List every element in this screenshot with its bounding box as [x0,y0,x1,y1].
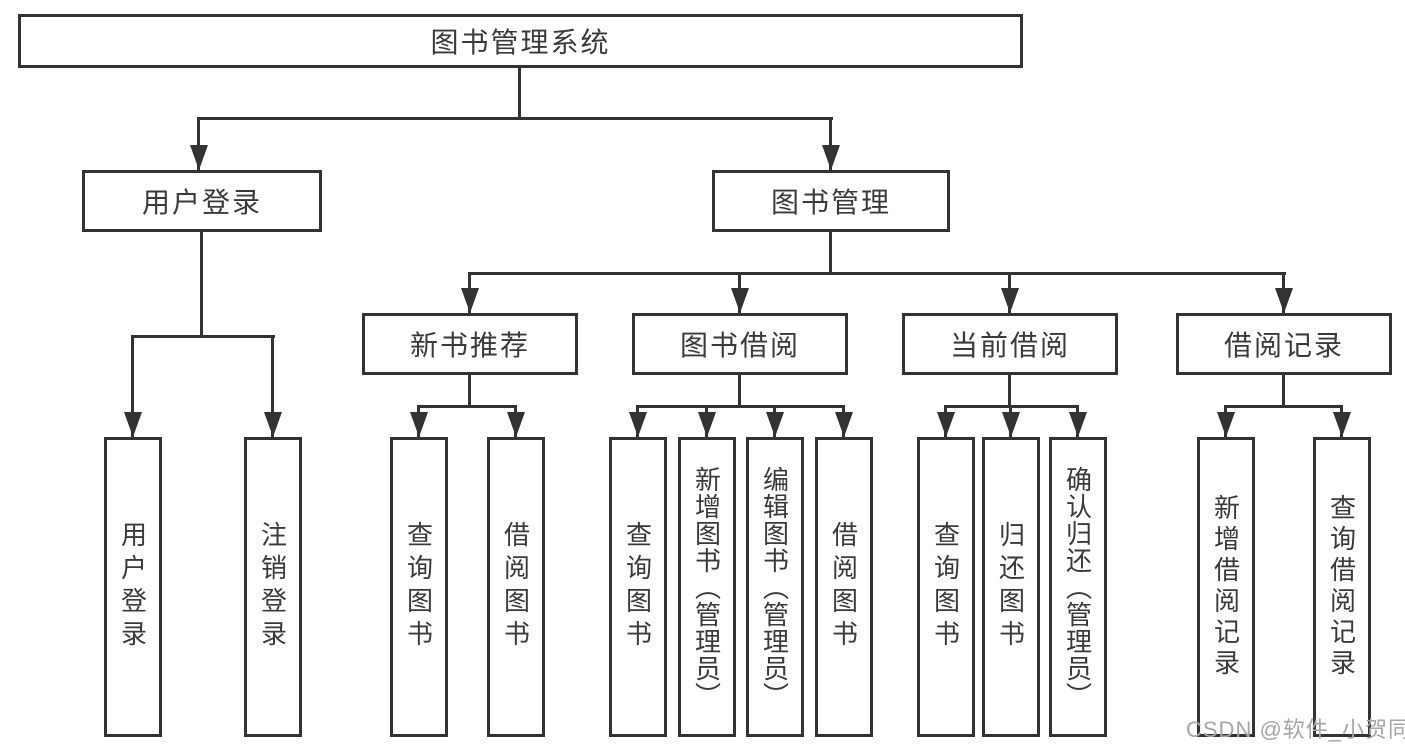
edge-book-borrow-hline [638,405,844,408]
leaf-bb-borrow-books: 借阅图书 [815,437,873,737]
leaf-nb-borrow-books: 借阅图书 [487,437,545,737]
arrow-down-icon [937,412,955,437]
edge-current-borrow-hline [946,405,1078,408]
arrow-down-icon [1069,412,1087,437]
arrow-down-icon [629,412,647,437]
leaf-bb-query-books: 查询图书 [609,437,667,737]
edge-book-borrow-stem [738,375,741,408]
arrow-down-icon [124,412,142,437]
arrow-down-icon [731,288,749,313]
leaf-user-login: 用户登录 [104,437,162,737]
leaf-nb-query-books-label: 查询图书 [403,521,434,653]
leaf-br-query-record: 查询借阅记录 [1313,437,1371,737]
leaf-bb-borrow-books-label: 借阅图书 [828,521,859,653]
leaf-br-add-record-label: 新增借阅记录 [1210,494,1241,680]
leaf-cb-query-books-label: 查询图书 [930,521,961,653]
edge-new-book-rec-stem [468,375,471,408]
arrow-down-icon [1001,288,1019,313]
edge-new-book-rec-hline [419,405,516,408]
node-current-borrow: 当前借阅 [902,313,1118,375]
edge-book-mgmt-stem [829,232,832,275]
node-new-book-rec: 新书推荐 [362,313,578,375]
leaf-logout: 注销登录 [244,437,302,737]
leaf-cb-confirm-return-admin: 确认归还（管理员） [1049,437,1107,737]
arrow-down-icon [461,288,479,313]
edge-to-user-login [197,117,200,170]
arrow-down-icon [1217,412,1235,437]
arrow-down-icon [1275,288,1293,313]
leaf-bb-edit-books-admin: 编辑图书（管理员） [746,437,804,737]
node-root: 图书管理系统 [18,14,1023,68]
leaf-nb-borrow-books-label: 借阅图书 [500,521,531,653]
leaf-cb-return-books-label: 归还图书 [995,521,1026,653]
leaf-cb-return-books: 归还图书 [982,437,1040,737]
edge-current-borrow-stem [1008,375,1011,408]
arrow-down-icon [822,145,840,170]
arrow-down-icon [190,145,208,170]
leaf-user-login-label: 用户登录 [117,521,148,653]
edge-user-login-stem [200,232,203,336]
node-current-borrow-label: 当前借阅 [949,330,1070,361]
node-borrow-records: 借阅记录 [1176,313,1392,375]
node-book-mgmt: 图书管理 [712,170,950,232]
edge-to-leaf-logout [271,335,274,437]
arrow-down-icon [1002,412,1020,437]
leaf-bb-add-books-admin: 新增图书（管理员） [678,437,736,737]
leaf-br-add-record: 新增借阅记录 [1197,437,1255,737]
leaf-logout-label: 注销登录 [257,521,288,653]
edge-level3-hline [470,272,1286,275]
leaf-bb-add-books-admin-label: 新增图书（管理员） [691,465,722,709]
node-root-label: 图书管理系统 [430,27,611,58]
node-new-book-rec-label: 新书推荐 [409,330,530,361]
node-book-borrow-label: 图书借阅 [679,330,800,361]
leaf-nb-query-books: 查询图书 [390,437,448,737]
node-book-borrow: 图书借阅 [632,313,848,375]
arrow-down-icon [835,412,853,437]
leaf-bb-edit-books-admin-label: 编辑图书（管理员） [759,465,790,709]
edge-borrow-records-hline [1226,405,1342,408]
edge-borrow-records-stem [1282,375,1285,408]
node-book-mgmt-label: 图书管理 [770,187,891,218]
node-borrow-records-label: 借阅记录 [1223,330,1344,361]
edge-level2-hline [199,117,833,120]
edge-to-book-mgmt [829,117,832,170]
csdn-watermark: CSDN @软件_小贺同学 [1186,717,1405,742]
leaf-bb-query-books-label: 查询图书 [622,521,653,653]
arrow-down-icon [766,412,784,437]
node-user-login: 用户登录 [82,170,322,232]
leaf-cb-confirm-return-admin-label: 确认归还（管理员） [1062,465,1093,709]
arrow-down-icon [264,412,282,437]
arrow-down-icon [410,412,428,437]
arrow-down-icon [698,412,716,437]
arrow-down-icon [1333,412,1351,437]
leaf-cb-query-books: 查询图书 [917,437,975,737]
node-user-login-label: 用户登录 [141,187,262,218]
edge-user-login-hline [131,335,275,338]
edge-root-stem [518,67,521,120]
arrow-down-icon [507,412,525,437]
leaf-br-query-record-label: 查询借阅记录 [1326,494,1357,680]
edge-to-leaf-login [131,335,134,437]
